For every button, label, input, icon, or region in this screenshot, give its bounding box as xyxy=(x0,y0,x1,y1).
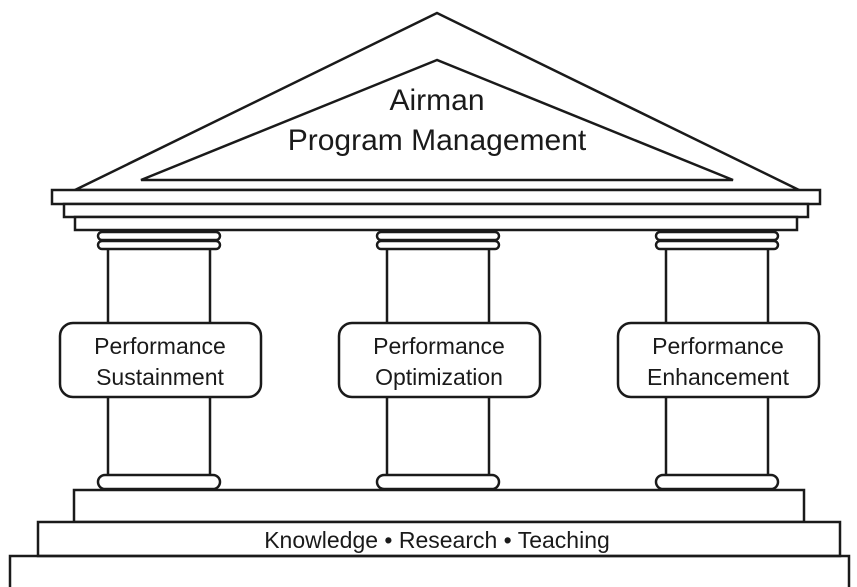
foundation-label: Knowledge • Research • Teaching xyxy=(264,527,610,553)
pillar-label-line2: Sustainment xyxy=(96,364,224,390)
roof-title-line2: Program Management xyxy=(288,124,587,157)
pillar-optimization: Performance Optimization xyxy=(337,230,542,491)
pillar-label-box xyxy=(337,321,542,399)
pillar-base-ring xyxy=(96,473,222,491)
cornice-top xyxy=(50,188,822,206)
pillar-sustainment: Performance Sustainment xyxy=(58,230,263,491)
cornice-middle xyxy=(62,202,810,219)
roof-title-line1: Airman xyxy=(389,84,484,117)
upper-step xyxy=(72,488,806,524)
middle-step xyxy=(36,520,842,558)
pillar-label-box xyxy=(58,321,263,399)
pillar-base-ring xyxy=(654,473,780,491)
pillar-label-line2: Optimization xyxy=(375,364,503,390)
pillar-capital-ring xyxy=(654,230,780,242)
pillar-capital-ring xyxy=(375,230,501,242)
pillar-capital-ring xyxy=(654,239,780,251)
pillar-base-ring xyxy=(375,473,501,491)
pillar-capital-ring xyxy=(375,239,501,251)
roof-inner-triangle xyxy=(140,58,734,182)
pillar-label-box xyxy=(616,321,821,399)
pillar-label-line1: Performance xyxy=(373,333,505,359)
pillar-label-line1: Performance xyxy=(652,333,784,359)
pillar-capital-ring xyxy=(96,239,222,251)
entablature xyxy=(50,188,822,232)
roof: Airman Program Management xyxy=(74,11,800,192)
foundation: Knowledge • Research • Teaching xyxy=(8,488,851,587)
pillar-label-line2: Enhancement xyxy=(647,364,790,390)
architrave xyxy=(73,215,799,232)
bottom-step xyxy=(8,554,851,587)
pillar-capital-ring xyxy=(96,230,222,242)
pillar-label-line1: Performance xyxy=(94,333,226,359)
pillar-enhancement: Performance Enhancement xyxy=(616,230,821,491)
